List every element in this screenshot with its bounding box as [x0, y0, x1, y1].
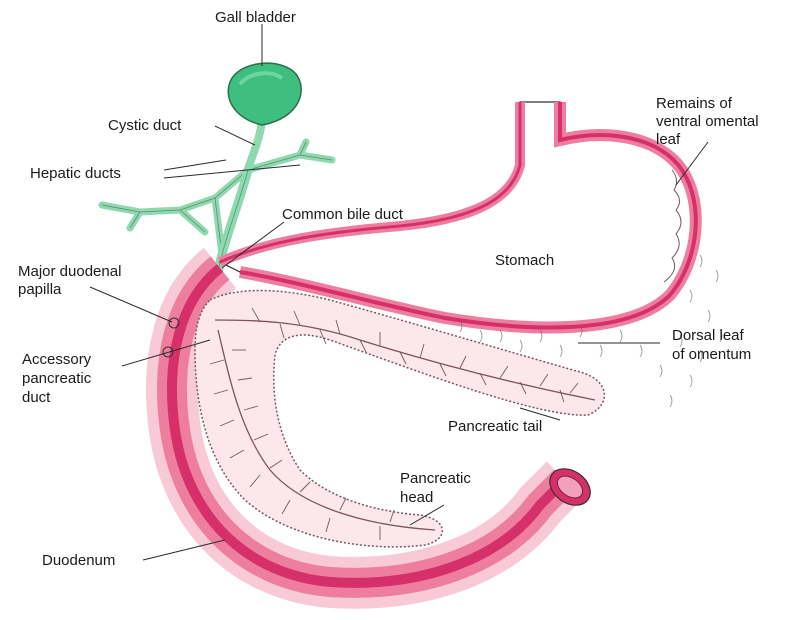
- label-dorsal-leaf-omentum: Dorsal leaf of omentum: [672, 327, 751, 363]
- label-major-duodenal-papilla: Major duodenal papilla: [18, 263, 126, 298]
- label-pancreatic-head: Pancreatic head: [400, 470, 475, 506]
- label-gall-bladder: Gall bladder: [215, 9, 296, 26]
- label-pancreatic-tail: Pancreatic tail: [448, 418, 542, 435]
- label-accessory-pancreatic-duct: Accessory pancreatic duct: [22, 351, 95, 406]
- label-cystic-duct: Cystic duct: [108, 117, 182, 134]
- label-hepatic-ducts: Hepatic ducts: [30, 165, 121, 182]
- label-stomach: Stomach: [495, 252, 554, 269]
- label-common-bile-duct: Common bile duct: [282, 206, 404, 223]
- label-remains-ventral-omental-leaf: Remains of ventral omental leaf: [656, 95, 763, 148]
- label-duodenum: Duodenum: [42, 552, 115, 569]
